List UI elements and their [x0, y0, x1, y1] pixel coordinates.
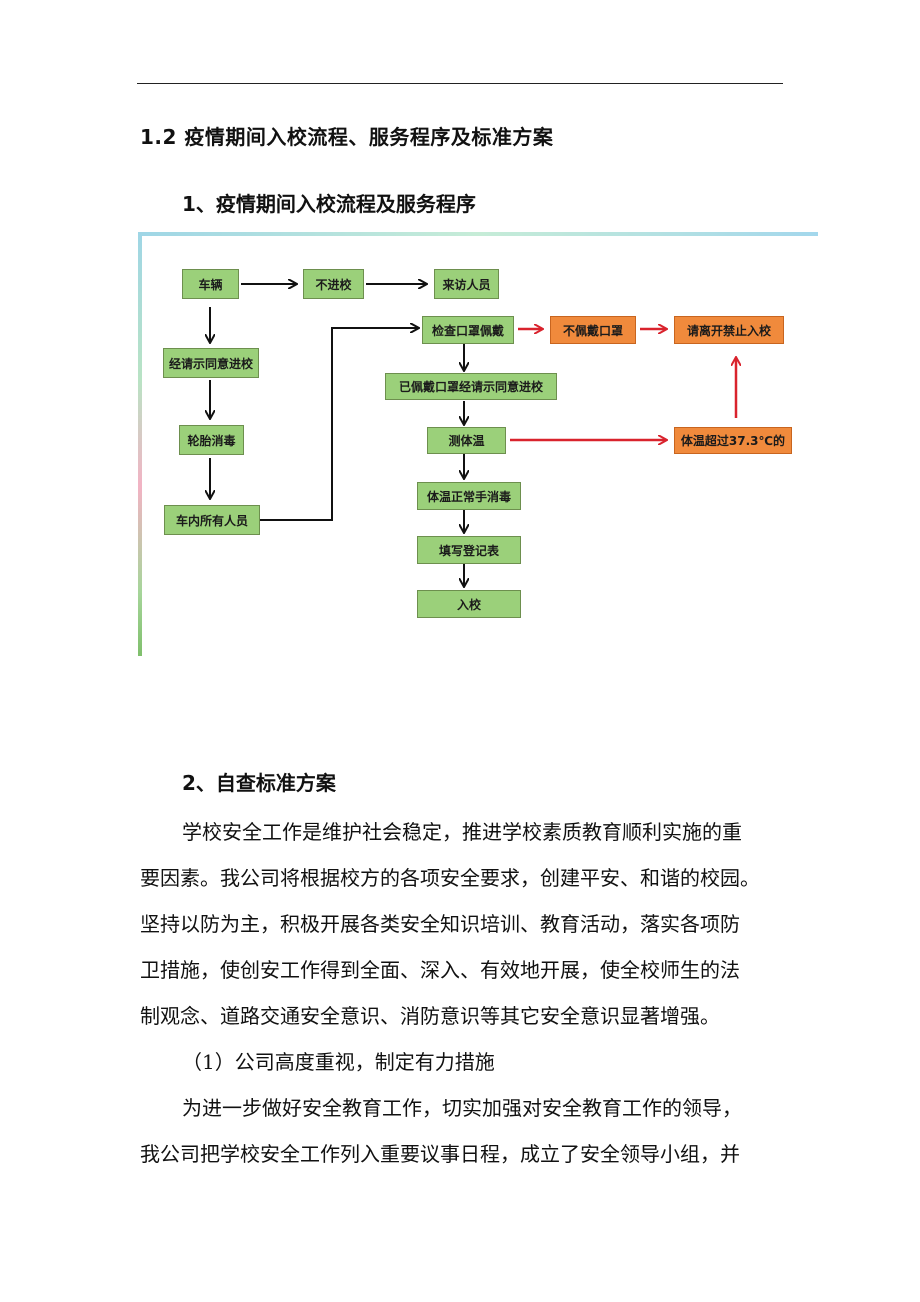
node-all-people: 车内所有人员 — [164, 505, 260, 535]
node-no-entry: 不进校 — [303, 269, 364, 299]
body-line: （1）公司高度重视，制定有力措施 — [182, 1050, 495, 1074]
section-title: 1.2 疫情期间入校流程、服务程序及标准方案 — [140, 125, 554, 149]
subsection-title-1: 1、疫情期间入校流程及服务程序 — [182, 192, 476, 216]
flowchart-decor-left — [138, 232, 142, 656]
body-line: 我公司把学校安全工作列入重要议事日程，成立了安全领导小组，并 — [140, 1142, 740, 1166]
body-line: 要因素。我公司将根据校方的各项安全要求，创建平安、和谐的校园。 — [140, 866, 760, 890]
node-tire-disinfect: 轮胎消毒 — [179, 425, 244, 455]
arrow-people-to-check — [260, 328, 418, 521]
body-line: 坚持以防为主，积极开展各类安全知识培训、教育活动，落实各项防 — [140, 912, 740, 936]
node-approved-mask: 已佩戴口罩经请示同意进校 — [385, 373, 557, 400]
node-no-mask: 不佩戴口罩 — [550, 316, 636, 344]
node-over-temp: 体温超过37.3℃的 — [674, 427, 792, 454]
node-car: 车辆 — [182, 269, 239, 299]
node-leave: 请离开禁止入校 — [674, 316, 784, 344]
flowchart-arrows — [138, 232, 818, 656]
node-approved-car: 经请示同意进校 — [163, 348, 259, 378]
node-register: 填写登记表 — [417, 536, 521, 564]
body-line: 卫措施，使创安工作得到全面、深入、有效地开展，使全校师生的法 — [140, 958, 740, 982]
node-normal-temp: 体温正常手消毒 — [417, 482, 521, 510]
node-visitor: 来访人员 — [434, 269, 499, 299]
node-check-mask: 检查口罩佩戴 — [422, 316, 514, 344]
subsection-title-2: 2、自查标准方案 — [182, 771, 336, 795]
node-temp: 测体温 — [427, 427, 506, 454]
body-line: 为进一步做好安全教育工作，切实加强对安全教育工作的领导， — [182, 1096, 742, 1120]
body-text: 学校安全工作是维护社会稳定，推进学校素质教育顺利实施的重 要因素。我公司将根据校… — [140, 809, 790, 1177]
node-enter: 入校 — [417, 590, 521, 618]
flowchart-decor-top — [138, 232, 818, 236]
body-line: 学校安全工作是维护社会稳定，推进学校素质教育顺利实施的重 — [182, 820, 742, 844]
header-rule — [137, 83, 783, 84]
entry-flowchart: 车辆 不进校 来访人员 检查口罩佩戴 不佩戴口罩 请离开禁止入校 经请示同意进校… — [138, 232, 818, 656]
body-line: 制观念、道路交通安全意识、消防意识等其它安全意识显著增强。 — [140, 1004, 720, 1028]
